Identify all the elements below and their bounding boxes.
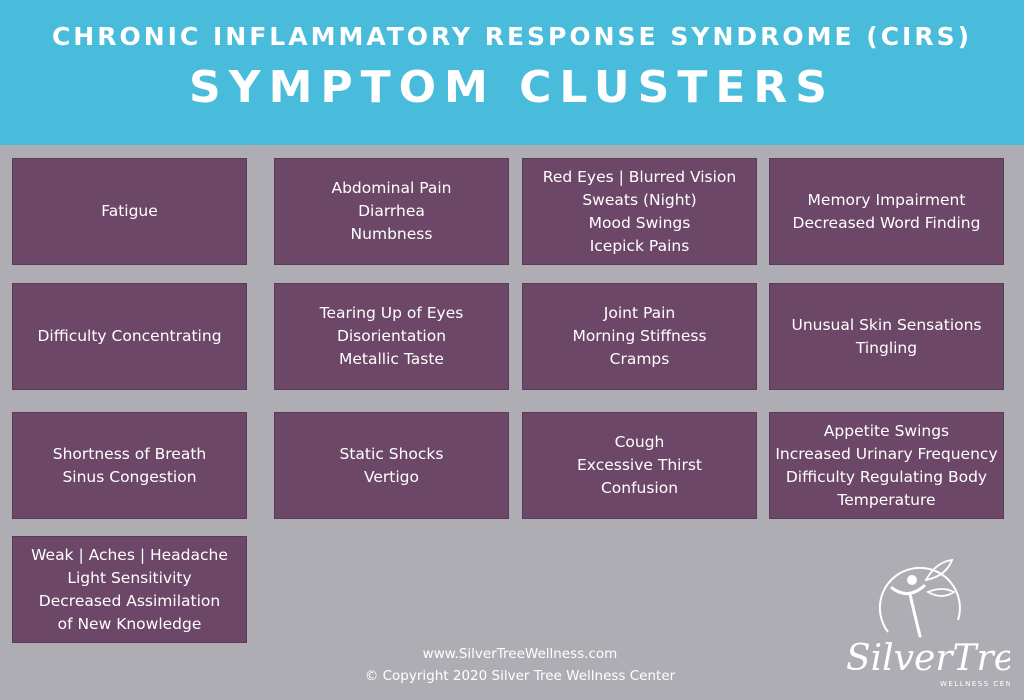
symptom-cluster-card: Weak | Aches | Headache Light Sensitivit…: [12, 536, 247, 643]
symptom-item: Joint Pain: [603, 304, 676, 322]
symptom-item: Sinus Congestion: [62, 467, 197, 486]
symptom-cluster-card: Joint Pain Morning Stiffness Cramps: [522, 283, 757, 390]
symptom-cluster-card: Appetite Swings Increased Urinary Freque…: [769, 412, 1004, 519]
symptom-item: Numbness: [350, 225, 433, 243]
symptom-item: Morning Stiffness: [572, 327, 707, 345]
symptom-item: Red Eyes | Blurred Vision: [542, 167, 737, 186]
symptom-item: Decreased Assimilation: [38, 591, 221, 610]
symptom-item: Tingling: [855, 338, 918, 357]
symptom-cluster-card: Red Eyes | Blurred Vision Sweats (Night)…: [522, 158, 757, 265]
symptom-item: Temperature: [837, 490, 936, 509]
symptom-cluster-card: Cough Excessive Thirst Confusion: [522, 412, 757, 519]
symptom-cluster-card: Unusual Skin Sensations Tingling: [769, 283, 1004, 390]
symptom-cluster-card: Tearing Up of Eyes Disorientation Metall…: [274, 283, 509, 390]
symptom-item: Increased Urinary Frequency: [775, 444, 998, 463]
symptom-item: Metallic Taste: [339, 350, 444, 368]
footer: www.SilverTreeWellness.com © Copyright 2…: [300, 643, 740, 687]
copyright-text: © Copyright 2020 Silver Tree Wellness Ce…: [364, 668, 676, 684]
symptom-item: Diarrhea: [358, 202, 425, 220]
header-banner: CHRONIC INFLAMMATORY RESPONSE SYNDROME (…: [0, 0, 1024, 145]
symptom-item: Excessive Thirst: [577, 456, 702, 474]
symptom-item: Abdominal Pain: [331, 179, 452, 197]
logo-wordmark: SilverTree: [846, 638, 1010, 679]
symptom-item: Light Sensitivity: [67, 568, 192, 587]
symptom-item: Shortness of Breath: [52, 444, 207, 463]
symptom-item: Weak | Aches | Headache: [31, 545, 228, 564]
tree-figure-icon: SilverTree WELLNESS CENTER: [846, 558, 1024, 688]
symptom-item: Appetite Swings: [823, 421, 950, 440]
symptom-item: Confusion: [600, 479, 679, 497]
symptom-cluster-card: Static Shocks Vertigo: [274, 412, 509, 519]
symptom-item: Difficulty Concentrating: [37, 327, 222, 345]
symptom-cluster-card: Fatigue: [12, 158, 247, 265]
page-title: CHRONIC INFLAMMATORY RESPONSE SYNDROME (…: [51, 22, 973, 51]
symptom-item: of New Knowledge: [57, 614, 202, 633]
symptom-item: Icepick Pains: [589, 236, 690, 255]
symptom-item: Mood Swings: [588, 213, 691, 232]
website-link[interactable]: www.SilverTreeWellness.com: [422, 646, 618, 662]
page-subtitle: SYMPTOM CLUSTERS: [189, 62, 835, 113]
symptom-cluster-card: Memory Impairment Decreased Word Finding: [769, 158, 1004, 265]
symptom-item: Cramps: [609, 350, 670, 368]
symptom-cluster-card: Difficulty Concentrating: [12, 283, 247, 390]
symptom-item: Difficulty Regulating Body: [785, 467, 988, 486]
symptom-item: Cough: [614, 433, 665, 451]
symptom-item: Static Shocks: [339, 444, 444, 463]
symptom-item: Unusual Skin Sensations: [791, 315, 982, 334]
symptom-cluster-card: Abdominal Pain Diarrhea Numbness: [274, 158, 509, 265]
silvertree-logo: SilverTree WELLNESS CENTER: [840, 540, 1024, 690]
symptom-item: Sweats (Night): [582, 190, 697, 209]
symptom-item: Tearing Up of Eyes: [319, 304, 464, 322]
symptom-item: Decreased Word Finding: [792, 213, 981, 232]
symptom-item: Disorientation: [336, 327, 447, 345]
symptom-cluster-card: Shortness of Breath Sinus Congestion: [12, 412, 247, 519]
symptom-item: Memory Impairment: [807, 190, 966, 209]
symptom-item: Vertigo: [363, 467, 419, 486]
symptom-item: Fatigue: [101, 202, 158, 220]
logo-tagline: WELLNESS CENTER: [940, 680, 1010, 688]
